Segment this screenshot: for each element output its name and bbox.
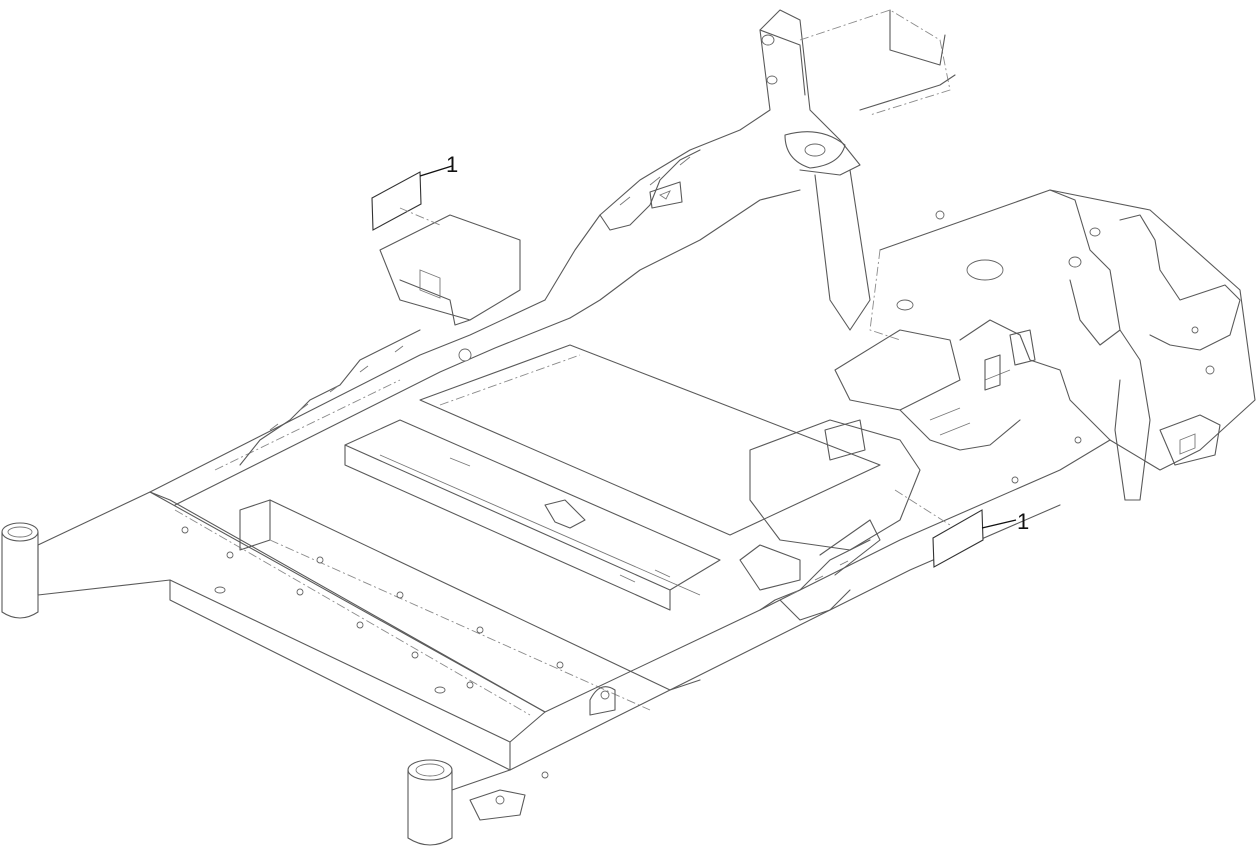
right-caster-tube [407,759,453,846]
center-cross-plates [239,344,881,711]
right-main-rail [469,439,1111,821]
upper-frame-arm [544,9,956,331]
front-cross-member [37,491,561,791]
callout-label-upper: 1 [446,152,458,177]
callout-label-lower: 1 [1017,509,1029,534]
decal-lower: 1 [894,489,1029,568]
left-main-rail [149,214,571,506]
rear-frame-assembly [739,189,1256,621]
decal-upper: 1 [371,152,458,231]
left-caster-tube [1,522,39,619]
